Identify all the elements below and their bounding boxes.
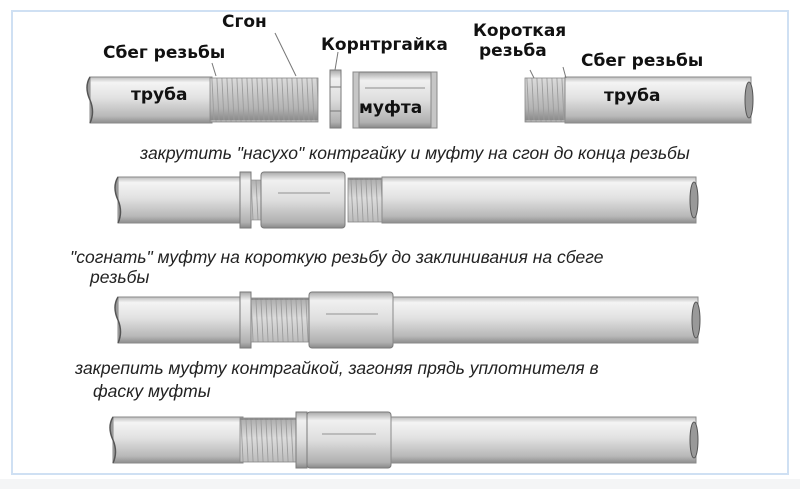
assembly-step-2	[114, 291, 701, 349]
bottom-strip	[0, 479, 800, 489]
label-mufta: муфта	[359, 98, 423, 118]
label-truba-left: труба	[131, 85, 188, 105]
assembly-step-3	[109, 411, 699, 469]
label-sbeg-rezby-left: Сбег резьбы	[103, 43, 226, 63]
assembly-step-1	[114, 171, 699, 229]
exploded-view	[86, 32, 754, 129]
diagram-frame	[11, 10, 789, 475]
step-2-caption-cont: резьбы	[90, 267, 150, 287]
label-kontrgaika: Корнтргайка	[321, 35, 448, 55]
step-2-caption: "согнать" муфту на короткую резьбу до за…	[70, 247, 604, 267]
step-1-caption: закрутить "насухо" контргайку и муфту на…	[140, 143, 690, 163]
label-truba-right: труба	[604, 86, 661, 106]
label-korotkaya: Короткая	[473, 21, 567, 41]
step-3-caption-cont: фаску муфты	[93, 381, 211, 401]
label-sgon: Сгон	[222, 12, 267, 32]
step-3-caption: закрепить муфту контргайкой, загоняя пря…	[75, 358, 599, 378]
label-sbeg-rezby-right: Сбег резьбы	[581, 51, 704, 71]
label-rezba: резьба	[479, 41, 547, 61]
